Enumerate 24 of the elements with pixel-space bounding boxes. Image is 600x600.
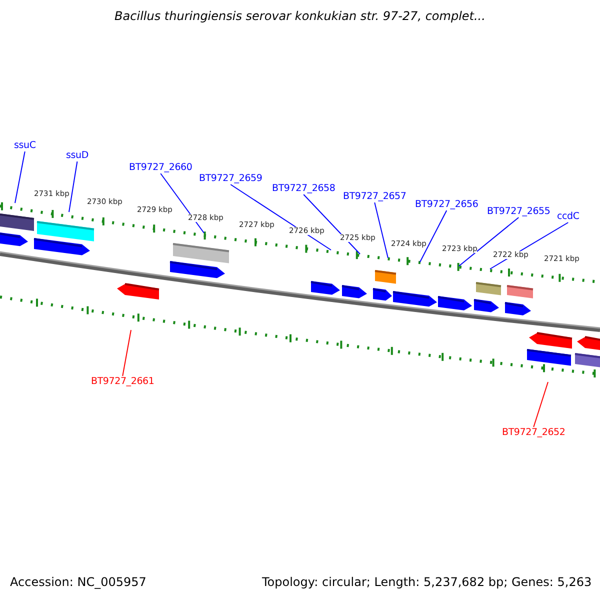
leader-line <box>122 330 132 376</box>
leader-line <box>533 382 548 428</box>
gene-label: BT9727_2656 <box>415 200 478 210</box>
gene-label: BT9727_2661 <box>91 377 154 386</box>
gene-label: BT9727_2657 <box>343 192 406 202</box>
gene-label: ssuC <box>14 141 36 150</box>
gene-label: BT9727_2660 <box>129 163 192 172</box>
leader-line <box>420 210 448 262</box>
leader-line <box>374 202 388 258</box>
gene-label: BT9727_2652 <box>502 428 566 438</box>
leader-line <box>303 194 360 254</box>
genome-summary-text: Topology: circular; Length: 5,237,682 bp; Genes: 5,263 <box>262 576 592 588</box>
leader-line <box>458 217 520 266</box>
gene-label: BT9727_2658 <box>272 184 336 194</box>
gene-label: ccdC <box>557 212 580 222</box>
gene-label: BT9727_2655 <box>487 207 550 216</box>
title: Bacillus thuringiensis serovar konkukian str. 97-27, complet... <box>114 10 486 22</box>
gene-label: BT9727_2659 <box>199 174 262 184</box>
leader-line <box>68 161 78 212</box>
accession-text: Accession: NC_005957 <box>10 576 146 588</box>
leader-line <box>14 151 26 204</box>
leader-line <box>230 184 332 250</box>
leader-line <box>160 173 204 234</box>
gene-label: ssuD <box>66 151 88 160</box>
